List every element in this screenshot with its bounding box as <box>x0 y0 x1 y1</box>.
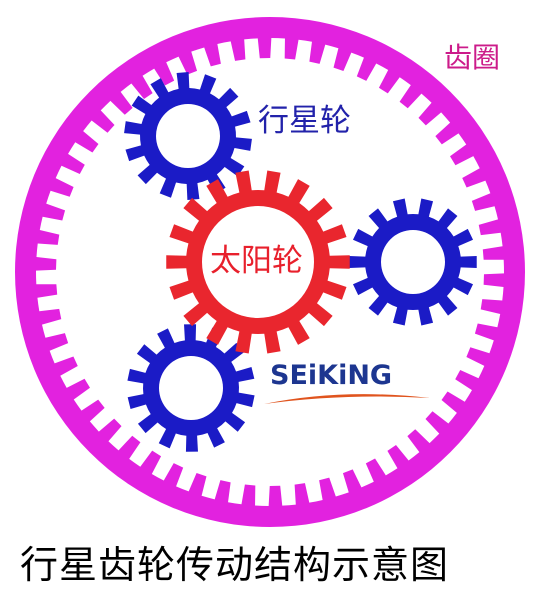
diagram-caption: 行星齿轮传动结构示意图 <box>20 543 450 587</box>
planet-gear-label: 行星轮 <box>258 103 351 139</box>
logo-swoosh-icon <box>264 394 430 404</box>
seiking-logo: SEiKiNG <box>264 360 430 405</box>
planet-gear-bottom <box>127 324 255 452</box>
planet-gear-right <box>349 198 477 326</box>
planet-gear-top <box>124 72 252 200</box>
seiking-logo-text: SEiKiNG <box>270 360 393 391</box>
ring-gear-label: 齿圈 <box>444 41 501 74</box>
sun-gear <box>166 170 350 354</box>
sun-gear-label: 太阳轮 <box>210 243 303 279</box>
